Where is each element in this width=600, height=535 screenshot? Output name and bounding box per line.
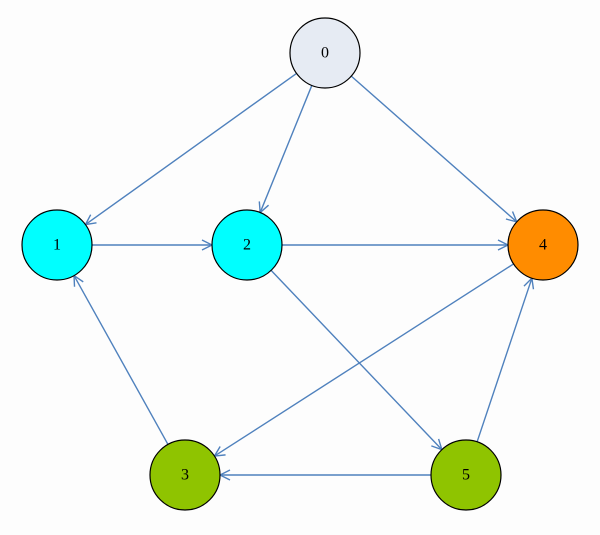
edge-3-to-1 <box>74 276 169 445</box>
edge-0-to-4 <box>350 75 516 222</box>
node-1-label: 1 <box>53 237 61 254</box>
node-2-label: 2 <box>243 237 251 254</box>
node-0-label: 0 <box>321 45 329 62</box>
edges-layer <box>74 72 532 475</box>
node-1-circle <box>21 209 93 281</box>
node-3-label: 3 <box>181 467 189 484</box>
edge-4-to-3 <box>214 263 514 456</box>
edge-0-to-2 <box>260 85 313 212</box>
edge-0-to-1 <box>85 72 297 224</box>
node-5: 5 <box>430 439 502 511</box>
edge-2-to-5 <box>270 269 442 449</box>
node-5-circle <box>430 439 502 511</box>
node-0-circle <box>289 17 361 89</box>
node-2-circle <box>211 209 283 281</box>
node-0: 0 <box>289 17 361 89</box>
node-4-circle <box>507 209 579 281</box>
node-3-circle <box>149 439 221 511</box>
edge-5-to-4 <box>476 278 532 443</box>
nodes-layer: 0 1 2 3 4 5 <box>21 17 579 511</box>
node-2: 2 <box>211 209 283 281</box>
node-4: 4 <box>507 209 579 281</box>
node-3: 3 <box>149 439 221 511</box>
node-1: 1 <box>21 209 93 281</box>
node-4-label: 4 <box>539 237 547 254</box>
node-5-label: 5 <box>462 467 470 484</box>
